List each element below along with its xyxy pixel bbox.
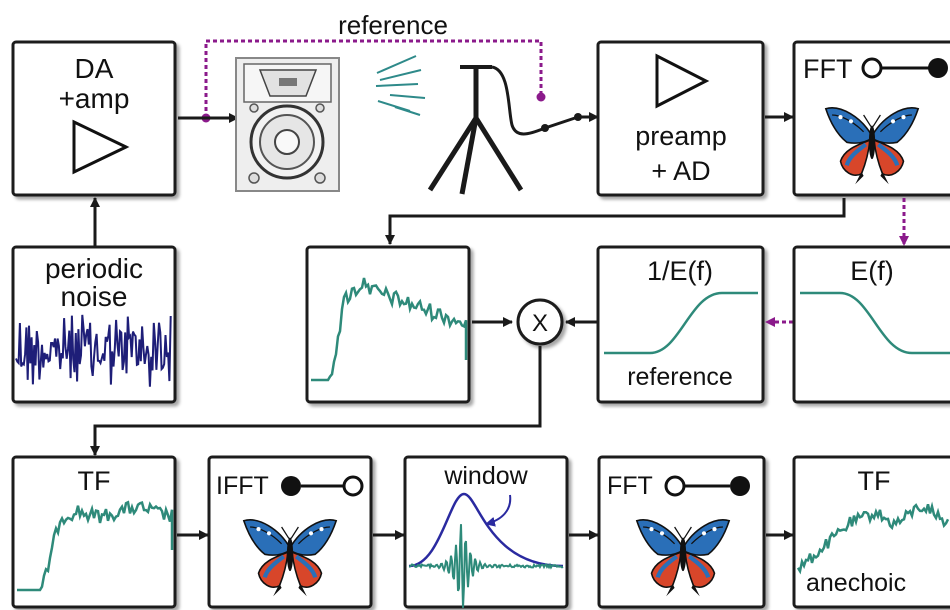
periodic-noise-block[interactable]: periodic noise [11, 245, 177, 404]
input-switch-icon [541, 113, 582, 132]
preamp-amplifier-icon [655, 53, 710, 109]
impulse-response-curve [408, 524, 564, 608]
wire-fft-to-spectrum [385, 198, 846, 245]
tf-block[interactable]: TF [11, 455, 177, 609]
tf-curve [17, 500, 174, 592]
ef-label: E(f) [850, 256, 894, 286]
tf-anechoic-block[interactable]: TF anechoic [792, 455, 950, 609]
reference-switch-dot [536, 92, 546, 102]
toggle-switch-icon [861, 57, 948, 79]
tf-left-label: TF [78, 466, 111, 496]
anechoic-label: anechoic [806, 569, 906, 597]
window-curve [408, 492, 564, 568]
fft-bottom-label: FFT [607, 472, 653, 500]
fft-top-label: FFT [803, 54, 852, 84]
inverse-ef-curve [604, 291, 758, 355]
window-block[interactable]: window [403, 455, 569, 609]
ifft-label: IFFT [216, 472, 269, 500]
ifft-toggle-switch-icon [281, 475, 364, 497]
multiply-label: X [532, 310, 548, 337]
measured-spectrum-curve [311, 277, 468, 382]
amp-label: +amp [59, 83, 130, 114]
multiply-circle-icon: X [516, 298, 564, 346]
ifft-block[interactable]: IFFT [207, 455, 373, 609]
fft-bottom-toggle-switch-icon [664, 475, 750, 497]
ef-block[interactable]: E(f) [792, 245, 950, 404]
fft-top-block[interactable]: FFT [792, 40, 950, 197]
ad-label: + AD [651, 156, 710, 186]
window-label: window [443, 462, 528, 490]
window-pointer-arrow [485, 494, 512, 527]
da-label: DA [75, 53, 114, 84]
noise-label: noise [61, 281, 128, 312]
amplifier-icon [72, 119, 130, 175]
tf-right-label: TF [858, 466, 891, 496]
anechoic-tf-curve [796, 501, 950, 575]
da-amp-block[interactable]: DA +amp [11, 40, 177, 197]
reference-box-label: reference [627, 363, 733, 391]
inverse-ef-label: 1/E(f) [647, 256, 713, 286]
microphone-on-tripod-icon [427, 65, 546, 195]
measured-spectrum-block[interactable] [305, 245, 471, 404]
inverse-ef-block[interactable]: 1/E(f) reference [596, 245, 765, 404]
preamp-ad-block[interactable]: preamp + AD [596, 40, 765, 197]
fft-bottom-block[interactable]: FFT [597, 455, 766, 609]
reference-top-label: reference [338, 10, 448, 40]
wire-multiply-to-tf [90, 346, 542, 456]
ef-curve [800, 291, 950, 355]
noise-waveform [15, 314, 172, 387]
preamp-label: preamp [635, 121, 727, 151]
periodic-label: periodic [45, 253, 143, 284]
sound-waves-icon [375, 55, 426, 116]
loudspeaker-icon [235, 57, 340, 192]
